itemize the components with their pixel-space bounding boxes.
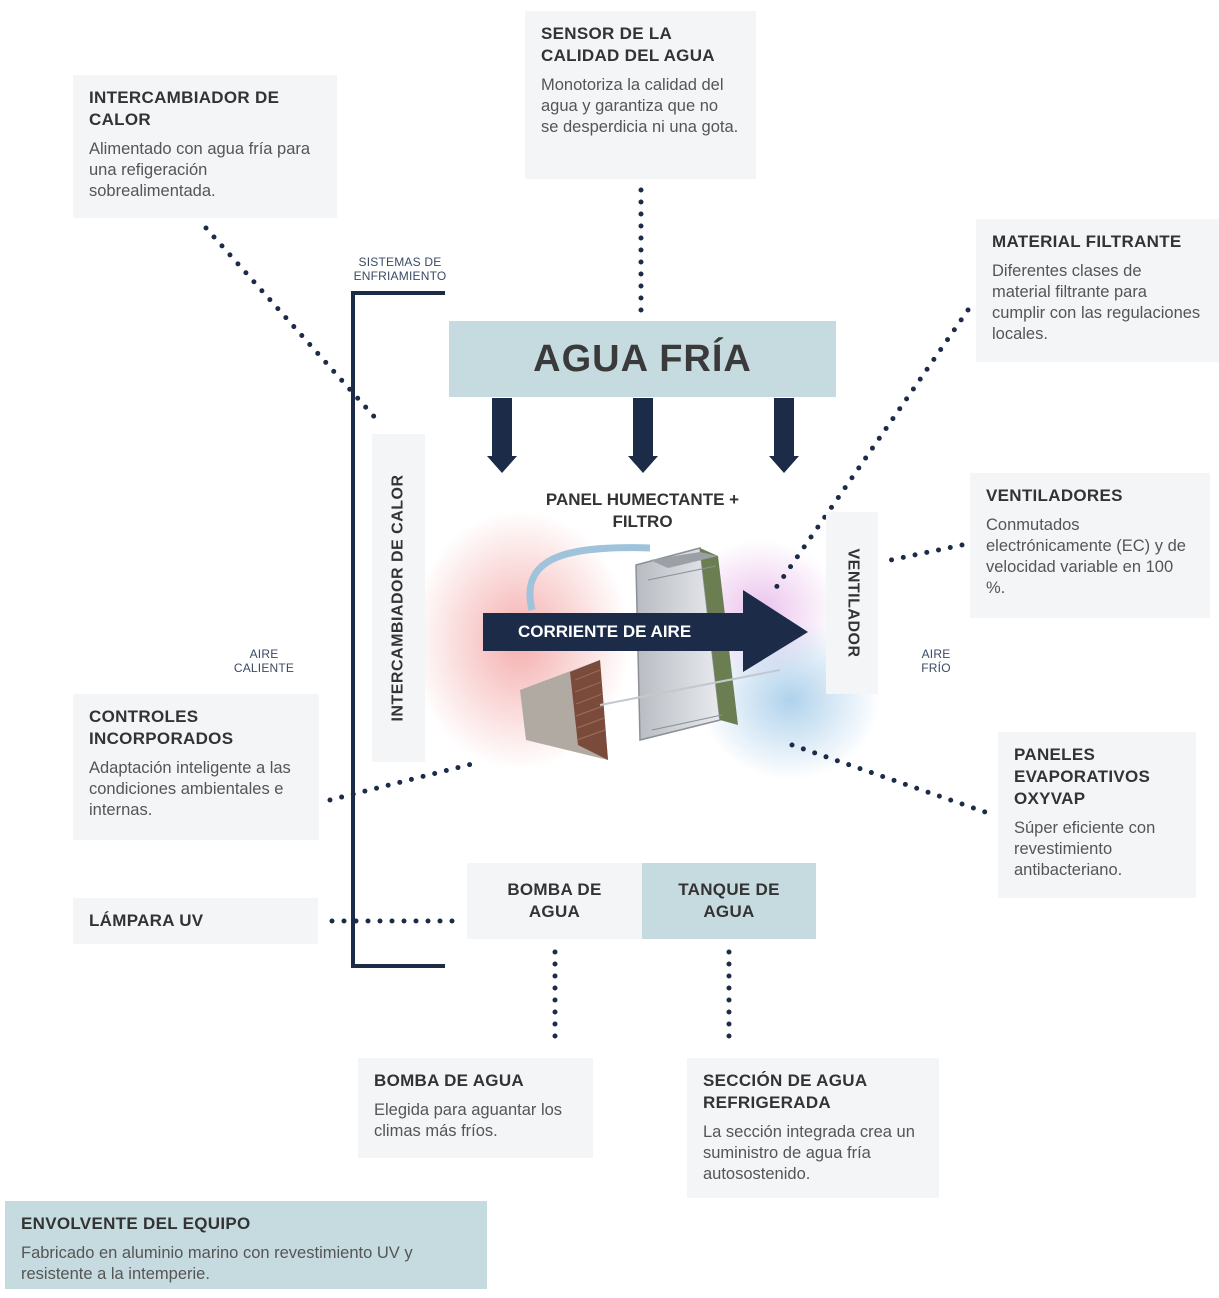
down-arrow-right-head — [769, 456, 799, 473]
connector-fans — [883, 542, 965, 564]
callout-title: INTERCAMBIADOR DE CALOR — [89, 88, 280, 129]
down-arrow-left — [492, 398, 512, 456]
callout-title: SECCIÓN DE AGUA REFRIGERADA — [703, 1071, 867, 1112]
callout-title: VENTILADORES — [986, 486, 1123, 505]
heat-exchanger-vertical-label: INTERCAMBIADOR DE CALOR — [389, 474, 407, 722]
callout-body: Elegida para aguantar los climas más frí… — [374, 1101, 563, 1140]
callout-body: Fabricado en aluminio marino con revesti… — [21, 1244, 413, 1283]
fan-vertical-label: VENTILADOR — [844, 548, 861, 658]
callout-body: Adaptación inteligente a las condiciones… — [89, 759, 291, 819]
airflow-label: CORRIENTE DE AIRE — [518, 622, 692, 641]
down-arrow-left-head — [487, 456, 517, 473]
pump-label: BOMBA DE AGUA — [507, 880, 602, 921]
connector-controls — [327, 760, 479, 803]
callout-filter-material: MATERIAL FILTRANTE Diferentes clases de … — [976, 219, 1219, 362]
coil-illustration — [520, 660, 608, 760]
cooling-systems-bracket — [351, 291, 445, 968]
callout-title: ENVOLVENTE DEL EQUIPO — [21, 1214, 251, 1233]
callout-body: La sección integrada crea un suministro … — [703, 1123, 915, 1183]
callout-title: CONTROLES INCORPORADOS — [89, 707, 234, 748]
callout-title: MATERIAL FILTRANTE — [992, 232, 1182, 251]
connector-oxyvap — [789, 742, 988, 815]
callout-body: Alimentado con agua fría para una refige… — [89, 140, 311, 200]
callout-title: LÁMPARA UV — [89, 911, 204, 930]
callout-body: Monotoriza la calidad del agua y garanti… — [541, 76, 739, 136]
down-arrow-middle-head — [628, 456, 658, 473]
callout-oxyvap: PANELES EVAPORATIVOS OXYVAP Súper eficie… — [998, 732, 1196, 898]
connector-heat-exchanger — [203, 225, 381, 424]
callout-controls: CONTROLES INCORPORADOS Adaptación inteli… — [73, 694, 319, 840]
callout-water-sensor: SENSOR DE LA CALIDAD DEL AGUA Monotoriza… — [525, 11, 756, 179]
connector-filter-material — [770, 307, 971, 595]
callout-enclosure: ENVOLVENTE DEL EQUIPO Fabricado en alumi… — [5, 1201, 487, 1289]
tank-label: TANQUE DE AGUA — [678, 880, 780, 921]
callout-title: SENSOR DE LA CALIDAD DEL AGUA — [541, 24, 715, 65]
hot-air-label: AIRE CALIENTE — [233, 647, 295, 675]
cold-water-label: AGUA FRÍA — [533, 337, 752, 380]
down-arrow-right — [774, 398, 794, 456]
airflow-arrow — [483, 590, 808, 672]
cold-water-bar: AGUA FRÍA — [449, 321, 836, 397]
callout-title: PANELES EVAPORATIVOS OXYVAP — [1014, 745, 1151, 808]
hose-illustration — [526, 544, 651, 611]
panel-filter-label: PANEL HUMECTANTE + FILTRO — [545, 490, 740, 531]
cold-air-label: AIRE FRÍO — [921, 647, 951, 675]
pump-box: BOMBA DE AGUA — [467, 863, 642, 939]
callout-title: BOMBA DE AGUA — [374, 1071, 524, 1090]
fan-column: VENTILADOR — [826, 512, 878, 694]
callout-body: Súper eficiente con revestimiento antiba… — [1014, 819, 1156, 879]
callout-uv-lamp: LÁMPARA UV — [73, 898, 318, 944]
water-down-arrows — [487, 398, 799, 473]
down-arrow-middle — [633, 398, 653, 456]
callout-heat-exchanger: INTERCAMBIADOR DE CALOR Alimentado con a… — [73, 75, 337, 218]
heat-exchanger-column: INTERCAMBIADOR DE CALOR — [372, 434, 425, 762]
callout-chilled-section: SECCIÓN DE AGUA REFRIGERADA La sección i… — [687, 1058, 939, 1198]
dotted-connectors — [203, 187, 988, 1051]
callout-body: Diferentes clases de material filtrante … — [992, 262, 1201, 343]
tank-box: TANQUE DE AGUA — [642, 863, 816, 939]
callout-pump-detail: BOMBA DE AGUA Elegida para aguantar los … — [358, 1058, 593, 1158]
callout-fans: VENTILADORES Conmutados electrónicamente… — [970, 473, 1210, 618]
callout-body: Conmutados electrónicamente (EC) y de ve… — [986, 516, 1186, 597]
cooling-systems-label: SISTEMAS DE ENFRIAMIENTO — [353, 255, 447, 283]
